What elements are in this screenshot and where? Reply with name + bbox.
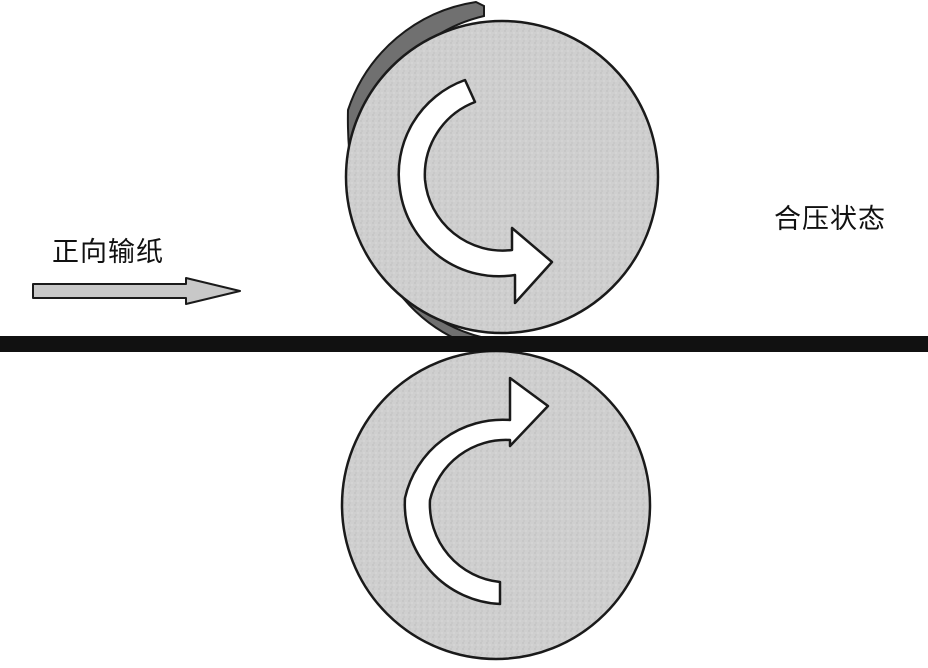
bottom-roller — [340, 349, 652, 661]
bottom-rotation-arrow-icon — [403, 376, 550, 606]
feed-direction-label: 正向输纸 — [52, 237, 164, 268]
feed-direction-arrow-icon — [32, 277, 241, 305]
paper-sheet — [0, 336, 928, 352]
top-roller — [344, 19, 660, 335]
top-rotation-arrow-icon — [397, 78, 554, 305]
pressure-state-label: 合压状态 — [774, 204, 886, 235]
